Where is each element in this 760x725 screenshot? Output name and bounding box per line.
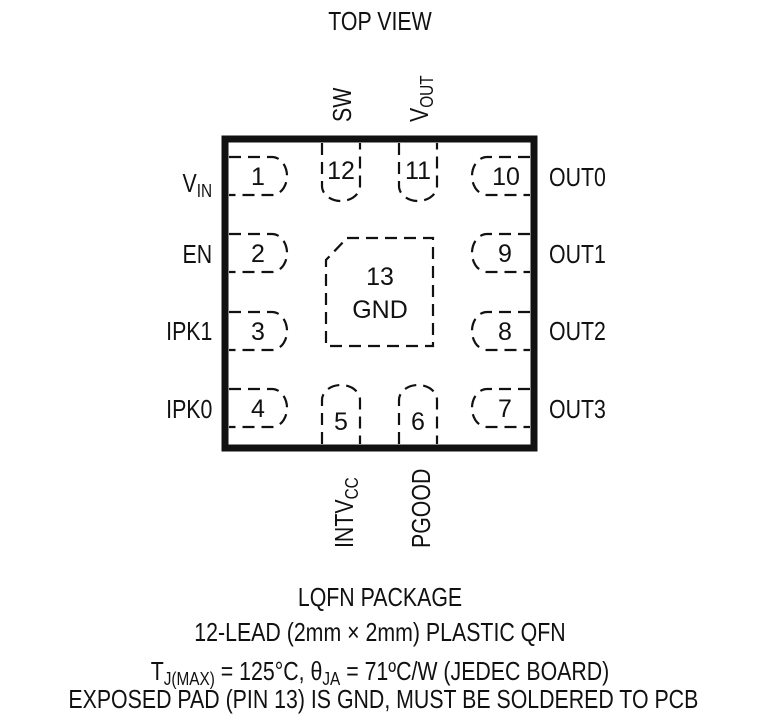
pin-label-ipk0: IPK0: [165, 394, 212, 424]
pin-pad-5: [320, 383, 362, 444]
pin-pad-7: [470, 387, 530, 429]
pin-label-en: EN: [182, 239, 212, 269]
thermal-spec: TJ(MAX) = 125°C, θJA = 71ºC/W (JEDEC BOA…: [150, 656, 610, 690]
exposed-pad-13: [324, 236, 435, 348]
pin-number-8: 8: [498, 318, 512, 346]
pin-pad-3: [229, 310, 289, 352]
pin-number-10: 10: [492, 163, 520, 191]
pin-number-3: 3: [251, 318, 265, 346]
pin-number-4: 4: [251, 395, 265, 423]
package-body: [221, 135, 538, 452]
pin-pad-9: [470, 232, 530, 274]
pin-pad-4: [229, 387, 289, 429]
diagram-title: TOP VIEW: [328, 6, 432, 36]
pin-label-vout: VOUT: [404, 75, 438, 122]
pin-label-out0: OUT0: [549, 162, 606, 192]
pin-pad-8: [470, 310, 530, 352]
exposed-pad-note: EXPOSED PAD (PIN 13) IS GND, MUST BE SOL…: [68, 684, 699, 714]
pin-number-13: 13: [366, 263, 394, 291]
pin-label-ipk1: IPK1: [165, 316, 212, 346]
pin-label-out1: OUT1: [549, 239, 606, 269]
pin-number-2: 2: [251, 240, 265, 268]
pin-number-9: 9: [498, 240, 512, 268]
pin-label-intvcc: INTVCC: [329, 477, 363, 548]
pin-pad-1: [229, 155, 289, 197]
package-description: 12-LEAD (2mm × 2mm) PLASTIC QFN: [194, 617, 566, 647]
pin-number-1: 1: [251, 163, 265, 191]
pin-pad-11: [397, 143, 439, 203]
pin-pad-2: [229, 232, 289, 274]
pin-pad-12: [320, 143, 362, 203]
center-pad-label: GND: [352, 296, 408, 324]
package-name: LQFN PACKAGE: [297, 582, 463, 612]
pin-number-11: 11: [405, 157, 431, 185]
pin-pad-6: [397, 383, 439, 444]
pin-number-12: 12: [327, 157, 355, 185]
pin-pad-10: [470, 155, 530, 197]
pin-number-6: 6: [411, 408, 425, 436]
pin-label-out2: OUT2: [549, 316, 606, 346]
pin-label-vin: VIN: [182, 168, 212, 202]
pin-number-7: 7: [498, 395, 512, 423]
pin-label-pgood: PGOOD: [406, 468, 436, 548]
pin-label-sw: SW: [327, 87, 357, 122]
pin-label-out3: OUT3: [549, 394, 606, 424]
pin-number-5: 5: [334, 408, 348, 436]
